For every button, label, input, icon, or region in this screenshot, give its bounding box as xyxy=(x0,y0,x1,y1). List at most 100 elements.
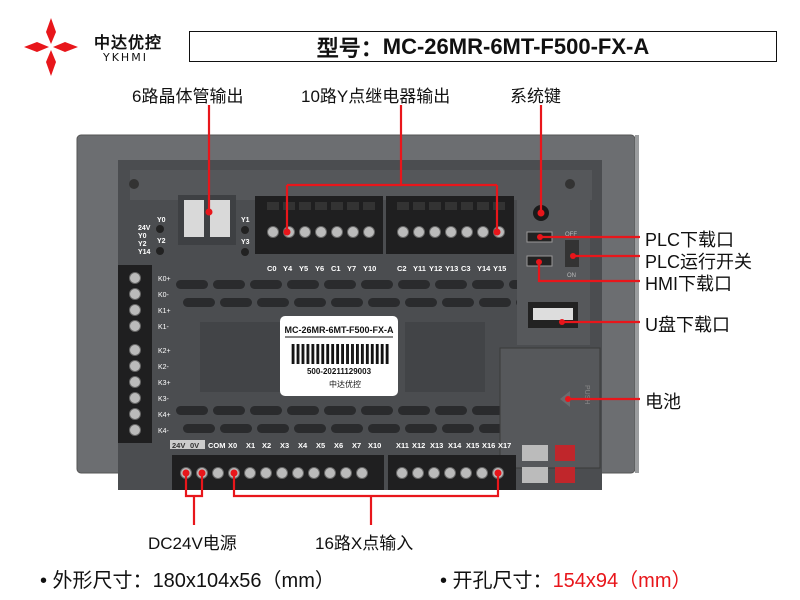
vent-slot xyxy=(435,280,467,289)
barcode-bar xyxy=(326,344,329,364)
terminal-slot xyxy=(331,202,343,210)
vent-slot xyxy=(368,298,400,307)
barcode-bar xyxy=(387,344,389,364)
k-terminal-label: K4+ xyxy=(158,412,171,419)
input-terminal-label: X4 xyxy=(298,441,308,450)
relay-terminal-label: C3 xyxy=(461,264,471,273)
vent-slot xyxy=(294,298,326,307)
vent-slot xyxy=(294,424,326,433)
terminal-screw xyxy=(396,467,408,479)
barcode-bar xyxy=(352,344,354,364)
terminal-screw xyxy=(308,467,320,479)
k-terminal-label: K2- xyxy=(158,364,170,371)
terminal-screw xyxy=(461,226,473,238)
vent-slot xyxy=(250,406,282,415)
terminal-slot xyxy=(363,202,375,210)
input-terminal-label: X7 xyxy=(352,441,361,450)
relay-terminal-label: Y5 xyxy=(299,264,308,273)
model-value: MC-26MR-6MT-F500-FX-A xyxy=(382,33,650,59)
terminal-screw xyxy=(331,226,343,238)
brand-name-cn: 中达优控 xyxy=(94,33,163,52)
barcode-bar xyxy=(313,344,315,364)
barcode-bar xyxy=(347,344,349,364)
cutout-dimensions-label: • 开孔尺寸： xyxy=(440,570,553,592)
sticker-model: MC-26MR-6MT-F500-FX-A xyxy=(284,325,394,335)
terminal-slot xyxy=(315,202,327,210)
barcode-bar xyxy=(327,344,330,364)
input-terminal-label: X15 xyxy=(466,441,479,450)
terminal-screw xyxy=(244,467,256,479)
vent-slot xyxy=(368,424,400,433)
barcode-bar xyxy=(311,344,314,364)
vent-slot xyxy=(331,424,363,433)
outer-dimensions-label: • 外形尺寸： xyxy=(40,570,153,592)
barcode-bar xyxy=(321,344,324,364)
terminal-screw xyxy=(129,320,141,332)
barcode-bar xyxy=(341,344,343,364)
k-terminal-label: K0+ xyxy=(158,276,171,283)
relay-terminal-label: Y11 xyxy=(413,264,426,273)
barcode-bar xyxy=(332,344,335,364)
callout-power: DC24V电源 xyxy=(148,534,237,553)
barcode-bar xyxy=(301,344,304,364)
callout-plc-download: PLC下载口 xyxy=(645,230,735,250)
terminal-screw xyxy=(129,304,141,316)
barcode-bar xyxy=(360,344,363,364)
relay-terminal-label: Y10 xyxy=(363,264,376,273)
small-label: Y0 xyxy=(138,233,147,240)
switch-off-label: OFF xyxy=(565,232,577,238)
switch-on-label: ON xyxy=(567,273,576,279)
battery-cover[interactable] xyxy=(499,347,601,469)
terminal-screw xyxy=(129,344,141,356)
vent-slot xyxy=(220,298,252,307)
input-terminal-label: X13 xyxy=(430,441,443,450)
terminal-screw xyxy=(129,360,141,372)
input-terminal-label: X6 xyxy=(334,441,343,450)
k-terminal-label: K3+ xyxy=(158,380,171,387)
callout-battery: 电池 xyxy=(645,392,681,412)
k-terminal-label: K3- xyxy=(158,396,170,403)
vent-slot xyxy=(331,298,363,307)
barcode-bar xyxy=(298,344,300,364)
vent-slot xyxy=(324,406,356,415)
callout-transistor-output: 6路晶体管输出 xyxy=(132,87,244,106)
input-terminal-label: 0V xyxy=(190,441,199,450)
relay-terminal-label: Y14 xyxy=(477,264,491,273)
barcode-bar xyxy=(372,344,374,364)
barcode-bar xyxy=(323,344,325,364)
relay-terminal-label: Y15 xyxy=(493,264,506,273)
k-terminal-label: K4- xyxy=(158,428,170,435)
sticker-serial: 500-20211129003 xyxy=(307,367,372,376)
vent-slot xyxy=(442,298,474,307)
relay-terminal-label: C2 xyxy=(397,264,407,273)
terminal-screw xyxy=(412,467,424,479)
terminal-slot xyxy=(461,202,473,210)
vent-slot xyxy=(250,280,282,289)
vent-slot xyxy=(472,280,504,289)
terminal-slot xyxy=(445,202,457,210)
vent-slot xyxy=(183,424,215,433)
barcode-bar xyxy=(357,344,359,364)
vent-slot xyxy=(398,280,430,289)
cutout-dimensions: • 开孔尺寸：154x94（mm） xyxy=(440,564,692,593)
small-label: Y1 xyxy=(241,217,250,224)
vent-slot xyxy=(435,406,467,415)
terminal-screw xyxy=(429,226,441,238)
terminal-screw xyxy=(397,226,409,238)
vent-slot xyxy=(405,424,437,433)
small-label: Y2 xyxy=(157,238,166,245)
vent-slot xyxy=(176,406,208,415)
terminal-screw xyxy=(267,226,279,238)
vent-slot xyxy=(324,280,356,289)
terminal-screw xyxy=(476,467,488,479)
input-terminal-label: X10 xyxy=(368,441,381,450)
k-terminal-label: K0- xyxy=(158,292,170,299)
cutout-dimensions-value: 154x94（mm） xyxy=(552,570,692,592)
terminal-screw xyxy=(129,408,141,420)
barcode-bar xyxy=(291,344,294,364)
transistor-connector-2 xyxy=(210,200,230,237)
k-terminal-label: K1- xyxy=(158,324,170,331)
barcode-bar xyxy=(296,344,299,364)
barcode-bar xyxy=(306,344,309,364)
